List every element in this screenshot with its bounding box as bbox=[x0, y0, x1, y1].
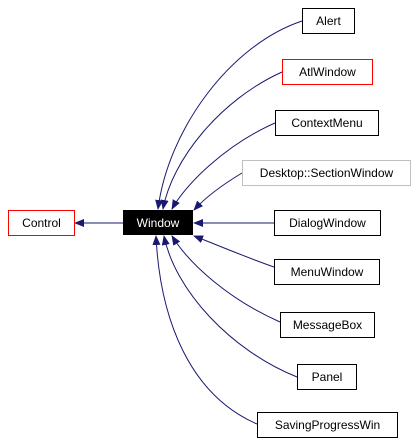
node-window-focus: Window bbox=[123, 210, 193, 235]
edge-menuwindow-window bbox=[193, 235, 275, 268]
node-control[interactable]: Control bbox=[8, 210, 75, 236]
edge-contextmenu-window bbox=[171, 122, 276, 210]
node-menuwindow[interactable]: MenuWindow bbox=[274, 259, 380, 285]
edge-panel-window bbox=[161, 235, 298, 378]
edge-messagebox-window bbox=[171, 235, 281, 323]
edge-alert-window bbox=[155, 20, 303, 210]
node-savingprogresswin[interactable]: SavingProgressWin bbox=[257, 412, 398, 438]
edge-atlwindow-window bbox=[160, 71, 283, 210]
node-desktop-sectionwindow: Desktop::SectionWindow bbox=[242, 160, 411, 186]
node-atlwindow[interactable]: AtlWindow bbox=[282, 59, 373, 85]
node-alert[interactable]: Alert bbox=[302, 8, 355, 34]
edge-desktop-window bbox=[193, 172, 243, 211]
node-panel[interactable]: Panel bbox=[297, 364, 357, 390]
node-dialogwindow[interactable]: DialogWindow bbox=[274, 210, 381, 236]
node-contextmenu[interactable]: ContextMenu bbox=[275, 110, 379, 136]
node-messagebox[interactable]: MessageBox bbox=[280, 312, 375, 338]
edge-saving-window bbox=[152, 235, 258, 425]
